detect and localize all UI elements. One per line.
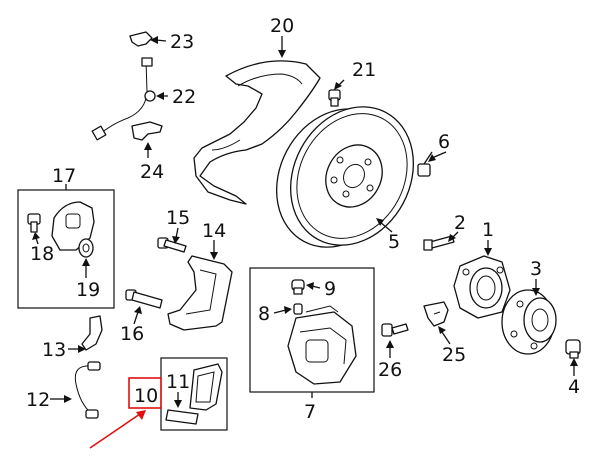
callout-6: 6: [438, 131, 450, 153]
part-7-caliper: [287, 305, 357, 385]
callout-5: 5: [388, 231, 400, 253]
part-26-bolt: [381, 323, 409, 337]
callout-15: 15: [166, 207, 190, 229]
part-22-sensor-harness: [91, 57, 156, 141]
part-2-wheel-stud: [423, 235, 455, 251]
callout-9: 9: [324, 278, 336, 300]
callout-13: 13: [42, 339, 66, 361]
part-14-caliper-support: [167, 255, 233, 331]
part-9-bleeder-cap: [291, 279, 305, 295]
callout-10: 10: [134, 385, 158, 407]
part-1-hub-bearing: [453, 255, 511, 319]
part-20-dust-shield: [193, 60, 321, 205]
part-4-axle-nut: [565, 339, 581, 359]
part-12-wear-sensor: [74, 361, 101, 419]
part-16-guide-pin-bolt: [125, 289, 163, 309]
part-15-bolt: [157, 237, 187, 253]
part-5-brake-rotor: [275, 106, 415, 248]
part-21-bolt: [328, 89, 341, 107]
callout-18: 18: [30, 243, 54, 265]
part-11-brake-pads: [165, 363, 223, 425]
highlight-callout-10: [89, 377, 162, 449]
callout-8: 8: [258, 303, 270, 325]
callout-4: 4: [568, 376, 580, 398]
part-25-speed-sensor: [423, 301, 449, 327]
callout-26: 26: [378, 359, 402, 381]
callout-1: 1: [482, 219, 494, 241]
callout-3: 3: [530, 258, 542, 280]
part-17-caliper-bracket-assembly: [27, 201, 95, 258]
callout-2: 2: [454, 212, 466, 234]
callout-19: 19: [76, 279, 100, 301]
callout-25: 25: [442, 344, 466, 366]
callout-20: 20: [270, 15, 294, 37]
part-3-wheel-hub: [501, 289, 557, 355]
part-23-clip: [129, 31, 153, 47]
leader-lines: [32, 36, 578, 408]
callout-16: 16: [120, 323, 144, 345]
callout-21: 21: [352, 59, 376, 81]
part-6-bolt: [417, 151, 433, 177]
part-8-bleeder-screw: [293, 303, 303, 315]
callout-11: 11: [166, 371, 190, 393]
callout-14: 14: [202, 220, 226, 242]
callout-24: 24: [140, 161, 164, 183]
part-13-bracket: [81, 315, 103, 351]
callout-22: 22: [172, 86, 196, 108]
callout-7: 7: [304, 401, 316, 423]
callout-12: 12: [26, 389, 50, 411]
part-24-bracket: [131, 121, 163, 141]
callout-23: 23: [170, 31, 194, 53]
callout-17: 17: [52, 165, 76, 187]
